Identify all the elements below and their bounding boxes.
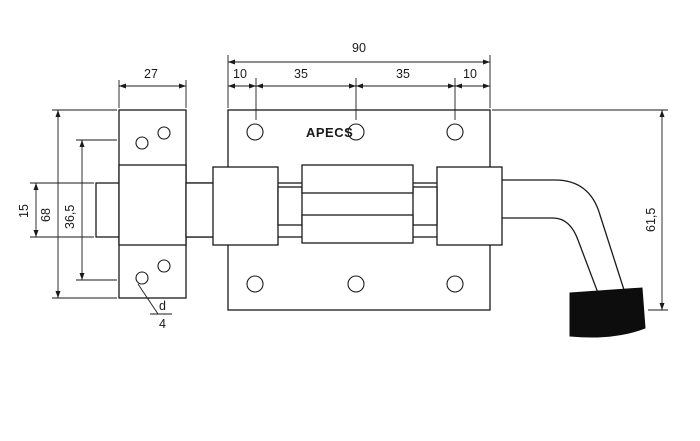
brand-label: APECS [306, 125, 353, 140]
mount-hole [246, 275, 264, 293]
bolt-handle [496, 179, 626, 294]
right-guide [436, 166, 503, 246]
keeper-loop [118, 164, 187, 246]
keeper-hole [135, 271, 149, 285]
dim-bolt-diameter: 15 [17, 204, 31, 218]
mount-hole [446, 275, 464, 293]
left-dimensions: 68 36,5 15 [17, 109, 117, 299]
mount-hole [347, 275, 365, 293]
top-dimensions: 90 10 35 35 10 27 [118, 41, 491, 120]
dim-total-width: 90 [352, 41, 366, 55]
dim-keeper-height: 68 [39, 208, 53, 222]
hole-callout: d 4 [137, 283, 172, 331]
lower-slot-bar [301, 214, 414, 244]
hole-label-value: 4 [159, 317, 166, 331]
keeper-hole [157, 259, 171, 273]
bolt-rod-segment [185, 182, 215, 238]
dim-right-margin: 10 [463, 67, 477, 81]
base-plate-holes [246, 123, 464, 293]
keeper-hole [135, 136, 149, 150]
keeper-hole [157, 126, 171, 140]
mount-hole [347, 123, 365, 141]
dim-keeper-width: 27 [144, 67, 158, 81]
dim-hole-spacing: 36,5 [63, 205, 77, 229]
hole-label-d: d [159, 299, 166, 313]
dim-overall-height: 61,5 [644, 208, 658, 232]
mount-hole [246, 123, 264, 141]
upper-slot-bar [301, 164, 414, 194]
rod-gap-right [412, 186, 438, 226]
right-dimension: 61,5 [492, 109, 668, 311]
handle-grip [569, 287, 646, 338]
rod-gap-left [277, 186, 303, 226]
dim-left-margin: 10 [233, 67, 247, 81]
dim-middle-b: 35 [396, 67, 410, 81]
dim-middle-a: 35 [294, 67, 308, 81]
mount-hole [446, 123, 464, 141]
left-guide [212, 166, 279, 246]
